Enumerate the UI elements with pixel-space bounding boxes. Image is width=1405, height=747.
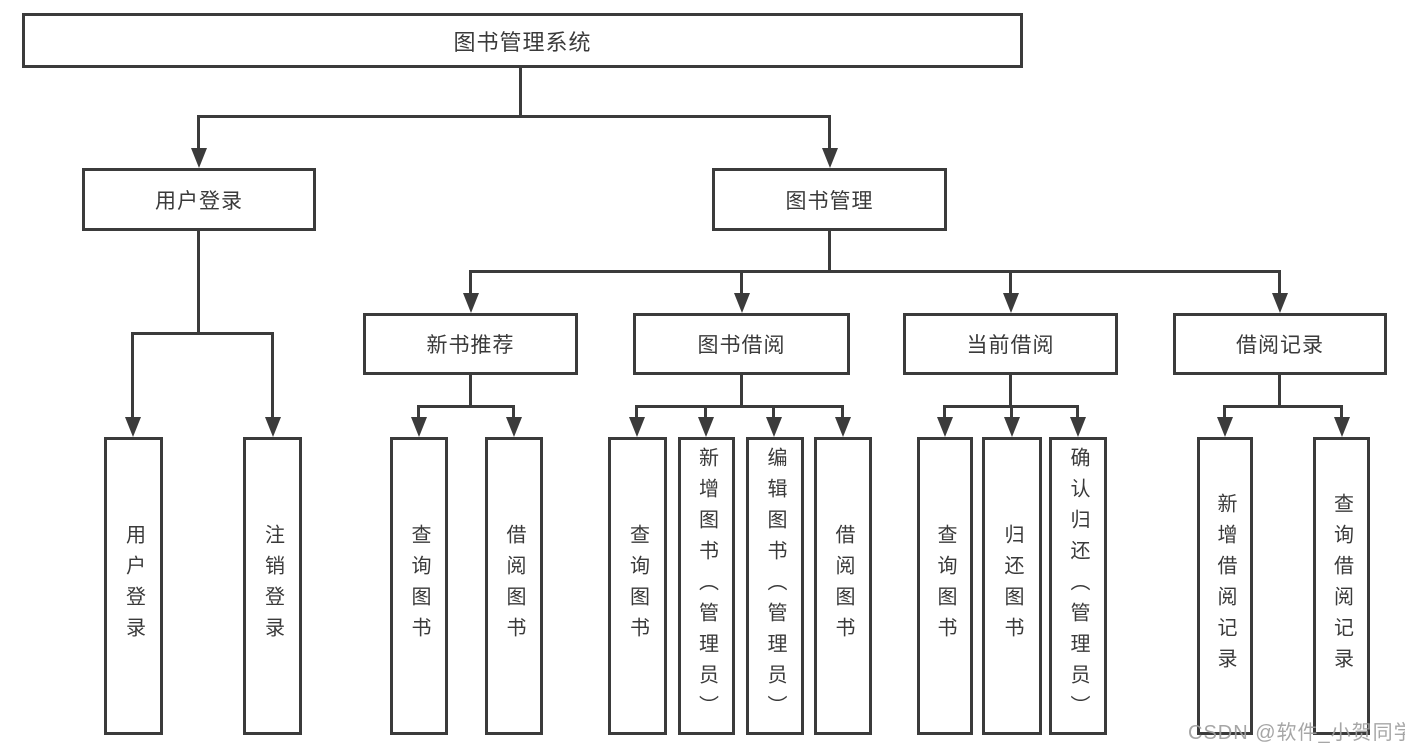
node-label: 注销登录 [261, 524, 284, 648]
connector-line [1340, 405, 1343, 422]
arrowhead-down-icon [937, 417, 953, 437]
connector-line [519, 66, 522, 117]
leaf-query-books-current: 查询图书 [917, 437, 973, 735]
connector-line [1076, 405, 1079, 422]
connector-line [772, 405, 775, 422]
connector-line [197, 231, 200, 335]
node-label: 图书管理系统 [453, 29, 592, 55]
arrowhead-down-icon [1217, 417, 1233, 437]
connector-line [740, 375, 743, 408]
node-label: 新增图书（管理员） [695, 446, 718, 726]
node-library-system: 图书管理系统 [22, 13, 1023, 68]
node-label: 图书借阅 [697, 334, 786, 357]
leaf-confirm-return-admin: 确认归还（管理员） [1049, 437, 1107, 735]
node-book-management: 图书管理 [712, 168, 947, 231]
connector-line [271, 332, 274, 421]
node-new-book-recommend: 新书推荐 [363, 313, 578, 375]
arrowhead-down-icon [1004, 417, 1020, 437]
node-book-borrowing: 图书借阅 [633, 313, 850, 375]
leaf-query-books-recommend: 查询图书 [390, 437, 448, 735]
leaf-query-borrow-record: 查询借阅记录 [1313, 437, 1370, 735]
node-label: 借阅图书 [503, 524, 525, 648]
arrowhead-down-icon [411, 417, 427, 437]
node-label: 用户登录 [122, 524, 145, 648]
leaf-query-books-borrowing: 查询图书 [608, 437, 667, 735]
connector-line [197, 115, 831, 118]
connector-line [704, 405, 707, 422]
connector-line [635, 405, 638, 422]
node-label: 新增借阅记录 [1214, 493, 1236, 679]
connector-line [131, 332, 134, 421]
node-label: 用户登录 [155, 189, 243, 213]
leaf-edit-books-admin: 编辑图书（管理员） [746, 437, 804, 735]
arrowhead-down-icon [1003, 293, 1019, 313]
leaf-add-books-admin: 新增图书（管理员） [678, 437, 735, 735]
arrowhead-down-icon [125, 417, 141, 437]
connector-line [469, 270, 1281, 273]
leaf-logout: 注销登录 [243, 437, 302, 735]
arrowhead-down-icon [506, 417, 522, 437]
connector-line [828, 231, 831, 273]
arrowhead-down-icon [822, 148, 838, 168]
connector-line [1009, 270, 1012, 296]
node-label: 借阅记录 [1236, 334, 1324, 357]
arrowhead-down-icon [734, 293, 750, 313]
arrowhead-down-icon [698, 417, 714, 437]
leaf-borrow-books-recommend: 借阅图书 [485, 437, 543, 735]
node-label: 查询图书 [934, 524, 956, 648]
node-label: 图书管理 [785, 189, 874, 213]
connector-line [943, 405, 946, 422]
node-label: 查询图书 [626, 524, 649, 648]
arrowhead-down-icon [1334, 417, 1350, 437]
node-label: 查询借阅记录 [1330, 493, 1353, 679]
connector-line [1223, 405, 1226, 422]
connector-line [512, 405, 515, 422]
arrowhead-down-icon [265, 417, 281, 437]
leaf-return-books: 归还图书 [982, 437, 1042, 735]
leaf-borrow-books: 借阅图书 [814, 437, 872, 735]
node-label: 当前借阅 [966, 334, 1055, 357]
node-label: 新书推荐 [426, 334, 515, 357]
connector-line [740, 270, 743, 296]
node-label: 确认归还（管理员） [1067, 446, 1089, 726]
connector-line [469, 270, 472, 296]
node-label: 借阅图书 [832, 524, 854, 648]
connector-line [828, 115, 831, 155]
connector-line [1278, 270, 1281, 296]
connector-line [131, 332, 274, 335]
connector-line [1010, 405, 1013, 422]
leaf-add-borrow-record: 新增借阅记录 [1197, 437, 1253, 735]
connector-line [1009, 375, 1012, 408]
csdn-watermark: CSDN @软件_小贺同学 [1188, 722, 1405, 744]
arrowhead-down-icon [191, 148, 207, 168]
connector-line [1223, 405, 1342, 408]
arrowhead-down-icon [629, 417, 645, 437]
arrowhead-down-icon [835, 417, 851, 437]
connector-line [635, 405, 844, 408]
node-borrowing-records: 借阅记录 [1173, 313, 1387, 375]
connector-line [197, 115, 200, 155]
leaf-user-login: 用户登录 [104, 437, 163, 735]
node-current-borrowing: 当前借阅 [903, 313, 1118, 375]
connector-line [469, 375, 472, 408]
connector-line [417, 405, 515, 408]
node-label: 查询图书 [408, 524, 430, 648]
connector-line [1278, 375, 1281, 408]
node-user-login: 用户登录 [82, 168, 316, 231]
connector-line [841, 405, 844, 422]
arrowhead-down-icon [463, 293, 479, 313]
arrowhead-down-icon [1070, 417, 1086, 437]
connector-line [417, 405, 420, 422]
arrowhead-down-icon [1272, 293, 1288, 313]
node-label: 编辑图书（管理员） [764, 446, 786, 726]
arrowhead-down-icon [766, 417, 782, 437]
node-label: 归还图书 [1001, 524, 1023, 648]
